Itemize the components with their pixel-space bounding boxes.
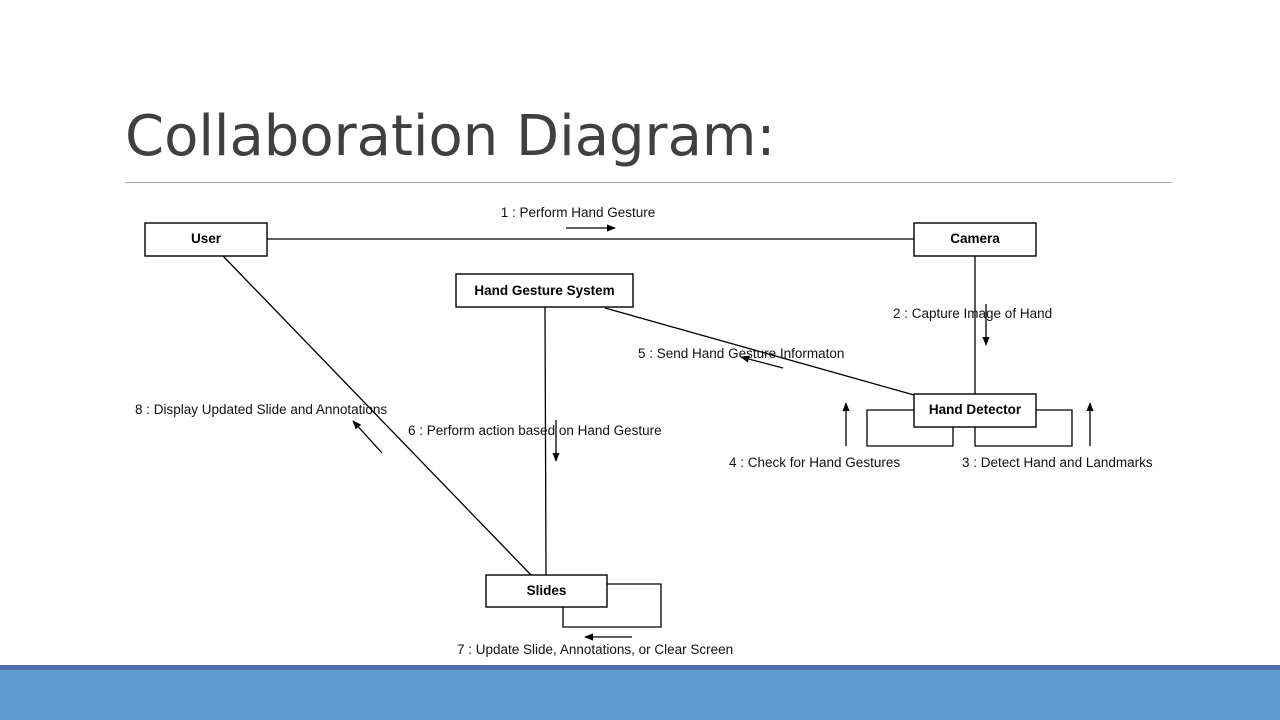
link-system-slides	[544, 306, 547, 576]
object-hand-detector-label: Hand Detector	[929, 402, 1022, 417]
self-link-check-gestures	[866, 409, 954, 447]
message-4-label: 4 : Check for Hand Gestures	[729, 455, 900, 470]
message-7-label: 7 : Update Slide, Annotations, or Clear …	[457, 642, 733, 657]
object-user-label: User	[191, 231, 222, 246]
object-slides-label: Slides	[527, 583, 567, 598]
arrow-m5	[740, 355, 784, 369]
object-camera: Camera	[913, 222, 1037, 257]
link-user-slides	[222, 255, 532, 576]
object-camera-label: Camera	[950, 231, 1000, 246]
object-user: User	[144, 222, 268, 257]
message-3-label: 3 : Detect Hand and Landmarks	[962, 455, 1153, 470]
message-1-label: 1 : Perform Hand Gesture	[501, 205, 656, 220]
object-hand-gesture-system-label: Hand Gesture System	[474, 283, 614, 298]
footer-accent-band	[0, 665, 1280, 670]
object-hand-gesture-system: Hand Gesture System	[455, 273, 634, 308]
object-slides: Slides	[485, 574, 608, 608]
title-divider	[125, 182, 1172, 183]
message-2-label: 2 : Capture Image of Hand	[893, 306, 1052, 321]
object-hand-detector: Hand Detector	[913, 393, 1037, 428]
self-link-detect-landmarks	[974, 409, 1073, 447]
self-link-update-slide	[562, 583, 662, 628]
footer-bar	[0, 670, 1280, 720]
link-system-hand-detector	[604, 307, 915, 396]
slide-title: Collaboration Diagram:	[125, 104, 776, 169]
collaboration-diagram: User Camera Hand Gesture System Hand Det…	[135, 205, 1153, 657]
message-8-label: 8 : Display Updated Slide and Annotation…	[135, 402, 387, 417]
arrow-m8	[352, 420, 383, 454]
message-5-label: 5 : Send Hand Gesture Informaton	[638, 346, 844, 361]
message-6-label: 6 : Perform action based on Hand Gesture	[408, 423, 662, 438]
